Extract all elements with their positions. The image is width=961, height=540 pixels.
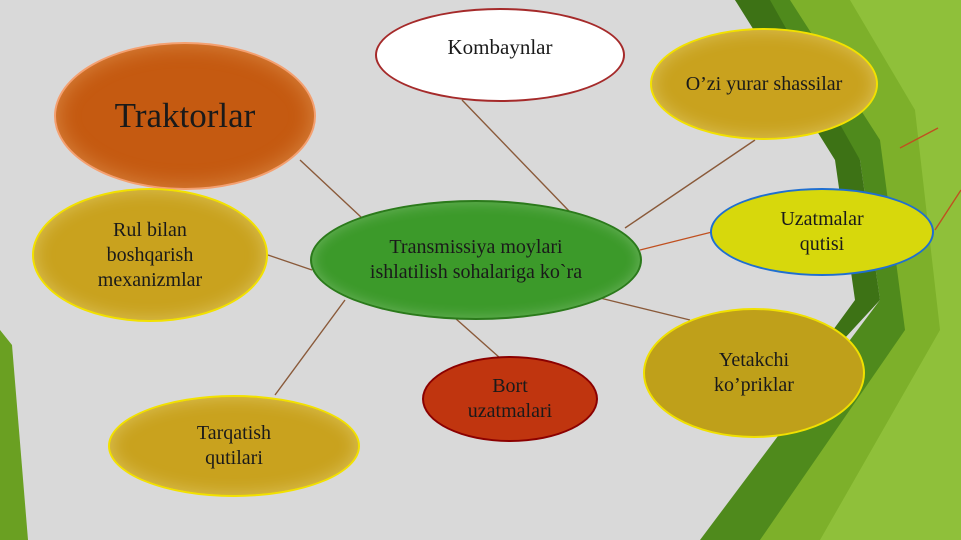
- connector-lines: [267, 99, 961, 396]
- connector-rul: [267, 254, 313, 271]
- node-center: Transmissiya moylari ishlatilish sohalar…: [310, 200, 642, 320]
- connector-yetakchi: [599, 297, 691, 321]
- node-ozi-yurar: O’zi yurar shassilar: [650, 28, 878, 140]
- connector-traktorlar: [299, 159, 363, 219]
- connector-tarqatish: [274, 299, 346, 396]
- connector-edge-2: [899, 127, 939, 149]
- node-traktorlar: Traktorlar: [54, 42, 316, 190]
- right-green-stripe: [735, 0, 880, 430]
- connector-kombaynlar: [461, 99, 571, 213]
- node-tarqatish: Tarqatish qutilari: [108, 395, 360, 497]
- node-bort: Bort uzatmalari: [422, 356, 598, 442]
- connector-uzatmalar: [639, 231, 713, 251]
- node-ozi-yurar-label: O’zi yurar shassilar: [685, 72, 843, 95]
- left-green-accent: [0, 330, 28, 540]
- node-tarqatish-label: Tarqatish qutilari: [196, 422, 272, 469]
- node-traktorlar-label: Traktorlar: [114, 96, 256, 136]
- node-center-label: Transmissiya moylari ishlatilish sohalar…: [369, 236, 583, 283]
- connector-edge: [934, 189, 961, 231]
- node-yetakchi: Yetakchi ko’priklar: [643, 308, 865, 438]
- node-uzatmalar-label: Uzatmalar qutisi: [780, 208, 864, 255]
- node-uzatmalar: Uzatmalar qutisi: [710, 188, 934, 276]
- connector-ozi-yurar: [624, 139, 756, 229]
- node-rul-label: Rul bilan boshqarish mexanizmlar: [97, 218, 203, 291]
- node-kombaynlar-label: Kombaynlar: [447, 35, 553, 59]
- node-kombaynlar: Kombaynlar: [375, 8, 625, 102]
- node-bort-label: Bort uzatmalari: [467, 375, 553, 422]
- node-yetakchi-label: Yetakchi ko’priklar: [714, 349, 794, 396]
- node-rul: Rul bilan boshqarish mexanizmlar: [32, 188, 268, 322]
- connector-bort: [454, 317, 501, 359]
